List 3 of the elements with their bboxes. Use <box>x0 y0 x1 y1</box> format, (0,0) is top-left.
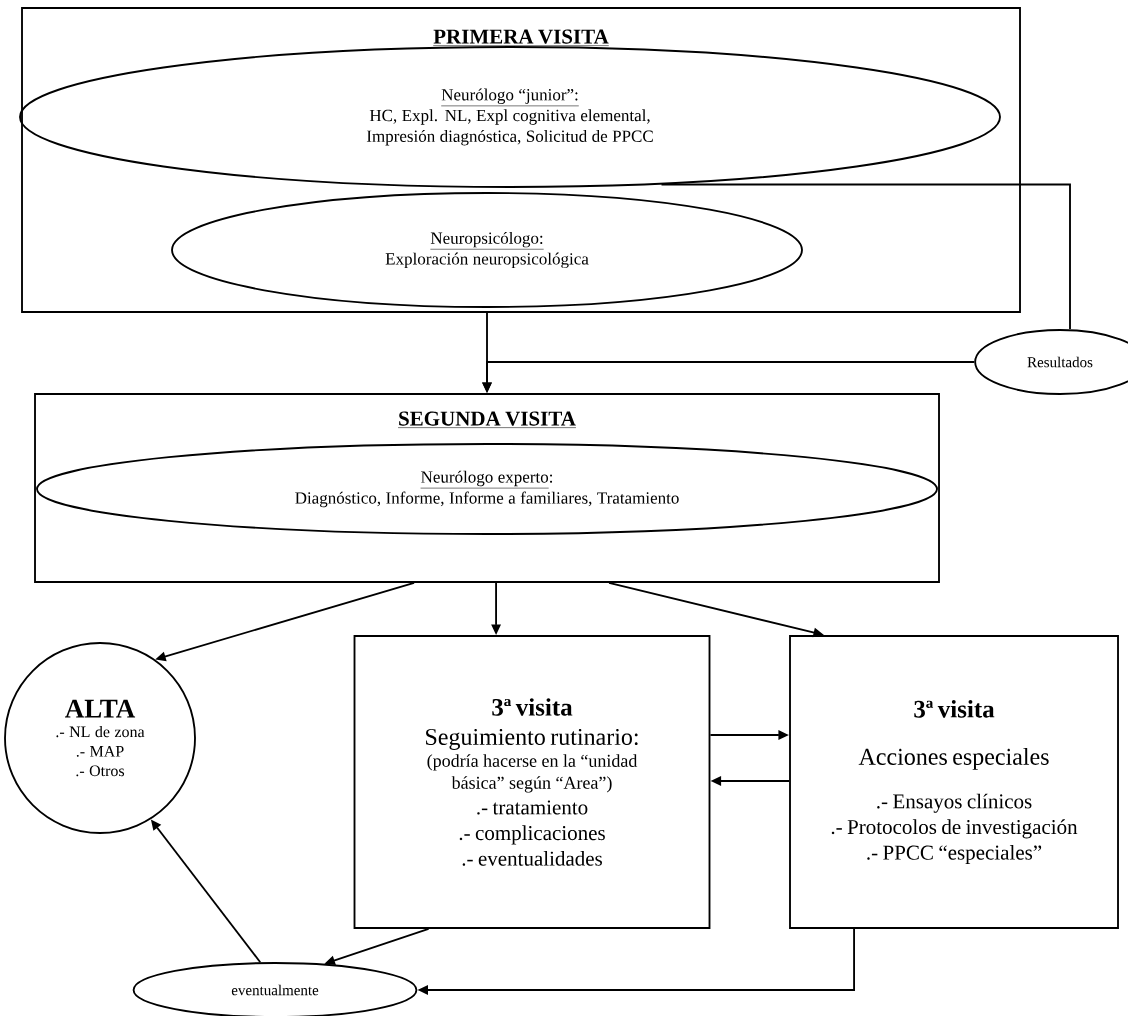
connector-line <box>660 183 1071 330</box>
visit-box: 3ª visita Seguimiento rutinario: (podría hacerse en la “unidad básica” según “Area”) .- tratamiento .- complicaciones .- eventualidades <box>353 635 711 929</box>
visit-box: 3ª visita Acciones especiales .- Ensayos clínicos .- Protocolos de investigación .- PPCC “especiales” <box>789 635 1119 929</box>
